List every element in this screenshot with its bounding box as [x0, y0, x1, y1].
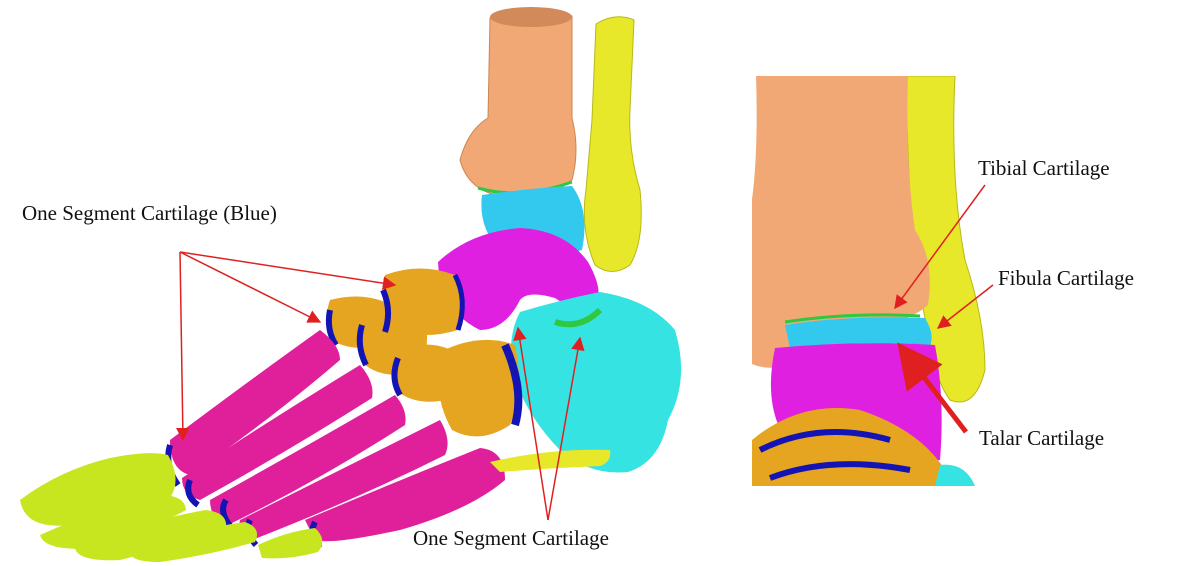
label-talar-cartilage: Talar Cartilage	[979, 428, 1104, 449]
tibia-bone	[460, 11, 576, 198]
label-fibula-cartilage: Fibula Cartilage	[998, 268, 1134, 289]
label-one-segment-cartilage-blue: One Segment Cartilage (Blue)	[22, 203, 277, 224]
label-one-segment-cartilage: One Segment Cartilage	[413, 528, 609, 549]
fibula-bone	[584, 17, 641, 272]
arrow-blue-3	[180, 252, 183, 440]
ankle-anterior-view	[713, 76, 985, 486]
fifth-metatarsal-styloid	[490, 450, 610, 472]
calcaneus-right	[935, 465, 975, 486]
label-tibial-cartilage: Tibial Cartilage	[978, 158, 1110, 179]
foot-lateral-view	[20, 7, 681, 562]
